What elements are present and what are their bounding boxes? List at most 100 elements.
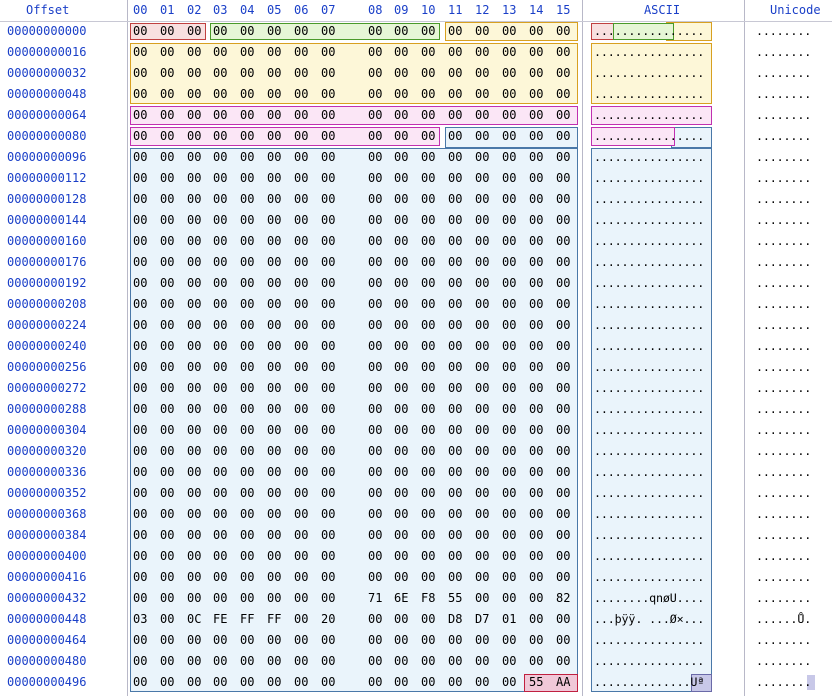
unicode-row[interactable]: ........: [756, 591, 812, 605]
hex-byte[interactable]: 00: [475, 423, 490, 437]
hex-byte[interactable]: 00: [240, 339, 255, 353]
hex-byte[interactable]: 00: [448, 423, 463, 437]
unicode-row[interactable]: ........: [756, 402, 812, 416]
hex-byte[interactable]: 00: [213, 507, 228, 521]
hex-byte[interactable]: 00: [267, 150, 282, 164]
hex-byte[interactable]: 00: [529, 633, 544, 647]
hex-byte[interactable]: 00: [529, 150, 544, 164]
hex-byte[interactable]: 00: [160, 276, 175, 290]
hex-byte[interactable]: 00: [294, 549, 309, 563]
hex-byte[interactable]: 00: [529, 213, 544, 227]
hex-byte[interactable]: 00: [448, 528, 463, 542]
hex-byte[interactable]: 00: [502, 171, 517, 185]
hex-byte[interactable]: 00: [187, 297, 202, 311]
hex-byte[interactable]: 00: [321, 570, 336, 584]
hex-byte[interactable]: 00: [187, 87, 202, 101]
hex-byte[interactable]: 00: [187, 549, 202, 563]
hex-byte[interactable]: 00: [321, 66, 336, 80]
unicode-row[interactable]: ........: [756, 234, 812, 248]
hex-byte[interactable]: 00: [556, 402, 571, 416]
hex-byte[interactable]: 00: [240, 675, 255, 689]
ascii-row[interactable]: ................: [594, 45, 705, 59]
hex-byte[interactable]: 00: [448, 150, 463, 164]
hex-byte[interactable]: 00: [394, 402, 409, 416]
hex-byte[interactable]: AA: [556, 675, 571, 689]
hex-byte[interactable]: 00: [213, 465, 228, 479]
hex-byte[interactable]: 00: [529, 465, 544, 479]
hex-byte[interactable]: 00: [133, 360, 148, 374]
hex-byte[interactable]: 00: [394, 549, 409, 563]
hex-byte[interactable]: 00: [475, 507, 490, 521]
hex-byte[interactable]: 00: [475, 276, 490, 290]
hex-byte[interactable]: 00: [394, 108, 409, 122]
hex-byte[interactable]: 00: [394, 66, 409, 80]
hex-byte[interactable]: 00: [502, 150, 517, 164]
hex-byte[interactable]: 00: [133, 45, 148, 59]
hex-byte[interactable]: 00: [321, 129, 336, 143]
hex-byte[interactable]: 00: [294, 318, 309, 332]
hex-byte[interactable]: 00: [394, 318, 409, 332]
hex-byte[interactable]: 00: [294, 66, 309, 80]
hex-byte[interactable]: 00: [529, 402, 544, 416]
hex-byte[interactable]: 00: [556, 507, 571, 521]
hex-byte[interactable]: 00: [368, 423, 383, 437]
hex-byte[interactable]: 00: [267, 24, 282, 38]
hex-byte[interactable]: 00: [294, 150, 309, 164]
hex-byte[interactable]: 00: [267, 45, 282, 59]
hex-byte[interactable]: 00: [502, 444, 517, 458]
hex-byte[interactable]: 20: [321, 612, 336, 626]
hex-byte[interactable]: 00: [475, 318, 490, 332]
hex-byte[interactable]: 00: [368, 444, 383, 458]
hex-byte[interactable]: 00: [321, 255, 336, 269]
hex-byte[interactable]: 00: [502, 255, 517, 269]
hex-byte[interactable]: 00: [421, 528, 436, 542]
hex-byte[interactable]: 00: [160, 171, 175, 185]
hex-byte[interactable]: 00: [556, 297, 571, 311]
hex-byte[interactable]: 00: [502, 276, 517, 290]
hex-byte[interactable]: 00: [187, 507, 202, 521]
ascii-row[interactable]: ................: [594, 444, 705, 458]
hex-byte[interactable]: 00: [240, 402, 255, 416]
hex-byte[interactable]: 00: [160, 444, 175, 458]
hex-byte[interactable]: 00: [294, 297, 309, 311]
hex-byte[interactable]: 00: [240, 108, 255, 122]
hex-byte[interactable]: 00: [556, 129, 571, 143]
hex-byte[interactable]: 00: [133, 213, 148, 227]
hex-byte[interactable]: 00: [294, 360, 309, 374]
hex-byte[interactable]: 00: [448, 486, 463, 500]
hex-byte[interactable]: 00: [475, 360, 490, 374]
hex-byte[interactable]: 00: [160, 507, 175, 521]
hex-byte[interactable]: 00: [267, 528, 282, 542]
hex-byte[interactable]: 00: [475, 255, 490, 269]
hex-byte[interactable]: 00: [133, 234, 148, 248]
hex-byte[interactable]: 00: [267, 108, 282, 122]
hex-byte[interactable]: 00: [267, 423, 282, 437]
unicode-row[interactable]: ........: [756, 339, 812, 353]
hex-byte[interactable]: 00: [294, 234, 309, 248]
hex-byte[interactable]: 00: [475, 24, 490, 38]
hex-byte[interactable]: 00: [529, 591, 544, 605]
hex-byte[interactable]: 00: [421, 654, 436, 668]
hex-byte[interactable]: 00: [294, 45, 309, 59]
hex-byte[interactable]: 00: [368, 87, 383, 101]
hex-byte[interactable]: 00: [160, 108, 175, 122]
ascii-row[interactable]: ................: [594, 486, 705, 500]
hex-byte[interactable]: 00: [267, 675, 282, 689]
hex-byte[interactable]: 00: [529, 423, 544, 437]
hex-byte[interactable]: 00: [294, 423, 309, 437]
hex-byte[interactable]: 00: [321, 297, 336, 311]
hex-byte[interactable]: 00: [213, 171, 228, 185]
hex-byte[interactable]: 00: [556, 570, 571, 584]
ascii-row[interactable]: ................: [594, 549, 705, 563]
hex-byte[interactable]: 00: [475, 192, 490, 206]
hex-byte[interactable]: 00: [556, 150, 571, 164]
hex-byte[interactable]: 00: [213, 87, 228, 101]
hex-byte[interactable]: 00: [187, 423, 202, 437]
hex-byte[interactable]: 00: [421, 402, 436, 416]
hex-byte[interactable]: 00: [240, 171, 255, 185]
ascii-row[interactable]: ................: [594, 423, 705, 437]
hex-byte[interactable]: 00: [556, 612, 571, 626]
hex-byte[interactable]: 00: [421, 297, 436, 311]
hex-byte[interactable]: 00: [502, 423, 517, 437]
hex-byte[interactable]: 00: [556, 654, 571, 668]
